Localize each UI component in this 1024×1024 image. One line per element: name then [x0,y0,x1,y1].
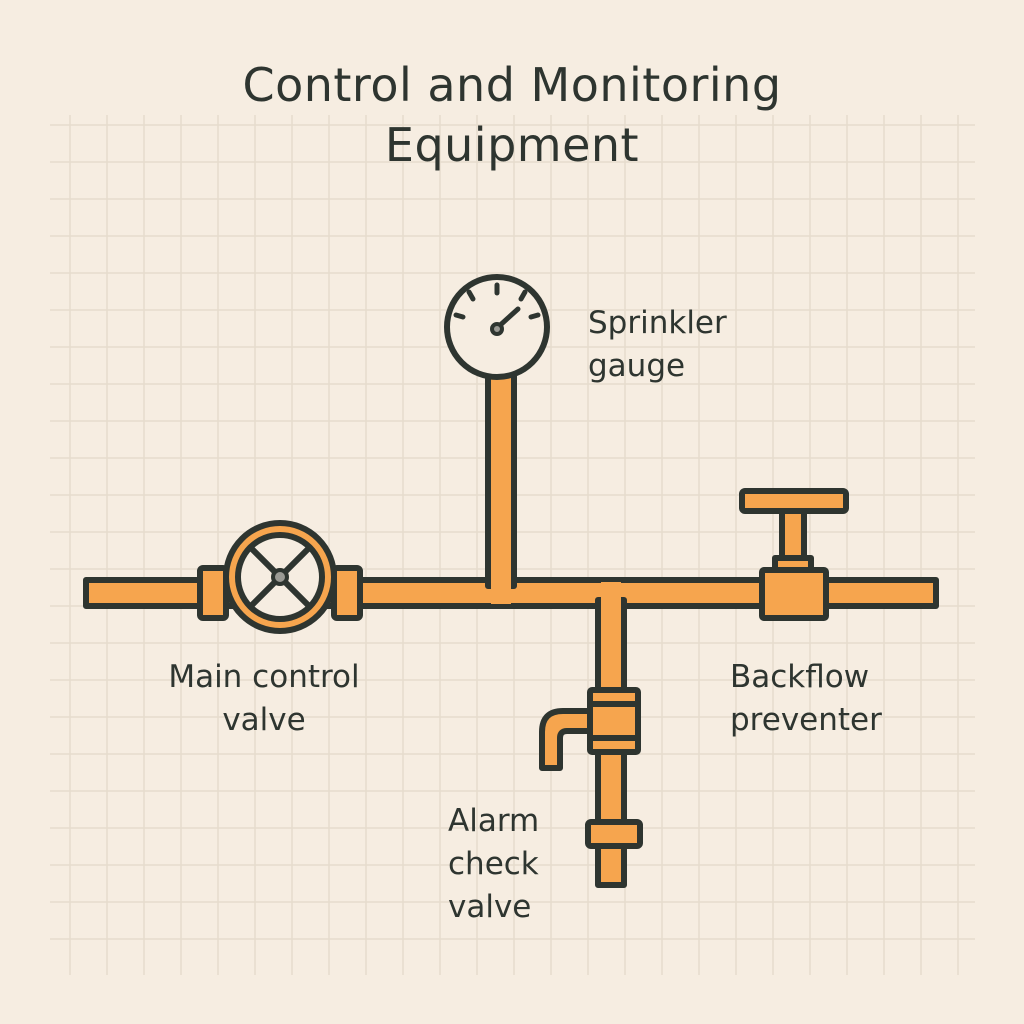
gauge-label-line1: Sprinkler [588,305,727,341]
backflow-label: Backflow preventer [730,656,882,742]
main-valve-label-line2: valve [222,702,306,738]
backflow-label-line2: preventer [730,702,882,738]
alarm-label-line2: check [448,846,539,882]
main-valve-label-line1: Main control [168,659,360,695]
diagram-title-line2: Equipment [384,118,640,172]
gauge-label: Sprinkler gauge [588,302,727,388]
main-control-valve [197,520,363,634]
backflow-preventer [739,488,849,621]
backflow-label-line1: Backflow [730,659,870,695]
gauge-label-line2: gauge [588,348,686,384]
alarm-label: Alarm check valve [448,800,539,929]
sprinkler-gauge [444,274,550,380]
alarm-check-valve [539,687,643,849]
gauge-stem-pipe [485,367,517,589]
main-valve-label: Main control valve [168,656,360,742]
alarm-label-line1: Alarm [448,803,540,839]
diagram-title-line1: Control and Monitoring [242,58,782,112]
alarm-label-line3: valve [448,889,532,925]
